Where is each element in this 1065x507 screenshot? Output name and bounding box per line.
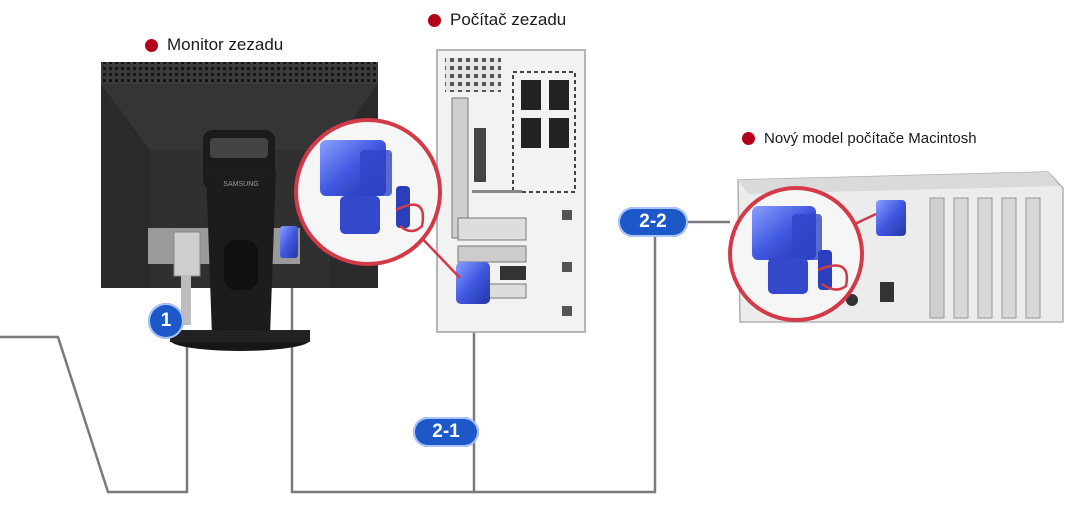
badge-pc-cable: 2-1 (413, 417, 479, 447)
mac-vga-connector (876, 200, 906, 236)
mac-label-text: Nový model počítače Macintosh (764, 130, 977, 147)
mac-label: Nový model počítače Macintosh (742, 130, 977, 147)
bullet-icon (145, 38, 158, 52)
monitor-vga-connector (280, 226, 298, 258)
monitor-rear-label-text: Monitor zezadu (167, 35, 284, 54)
pc-rear-label-text: Počítač zezadu (450, 10, 567, 29)
pc-tower-rear (436, 49, 586, 333)
cable-lines (0, 220, 730, 494)
badge-power-cable: 1 (148, 303, 184, 339)
mac-connector-zoom (728, 186, 877, 322)
pc-vga-connector (456, 262, 490, 304)
monitor-rear-label: Monitor zezadu (145, 35, 283, 55)
badge-mac-cable: 2-2 (618, 207, 688, 237)
pc-rear-label: Počítač zezadu (428, 10, 566, 30)
pc-connector-zoom (294, 118, 461, 279)
monitor-brand-text: SAMSUNG (223, 181, 258, 188)
bullet-icon (428, 13, 441, 27)
bullet-icon (742, 132, 755, 145)
